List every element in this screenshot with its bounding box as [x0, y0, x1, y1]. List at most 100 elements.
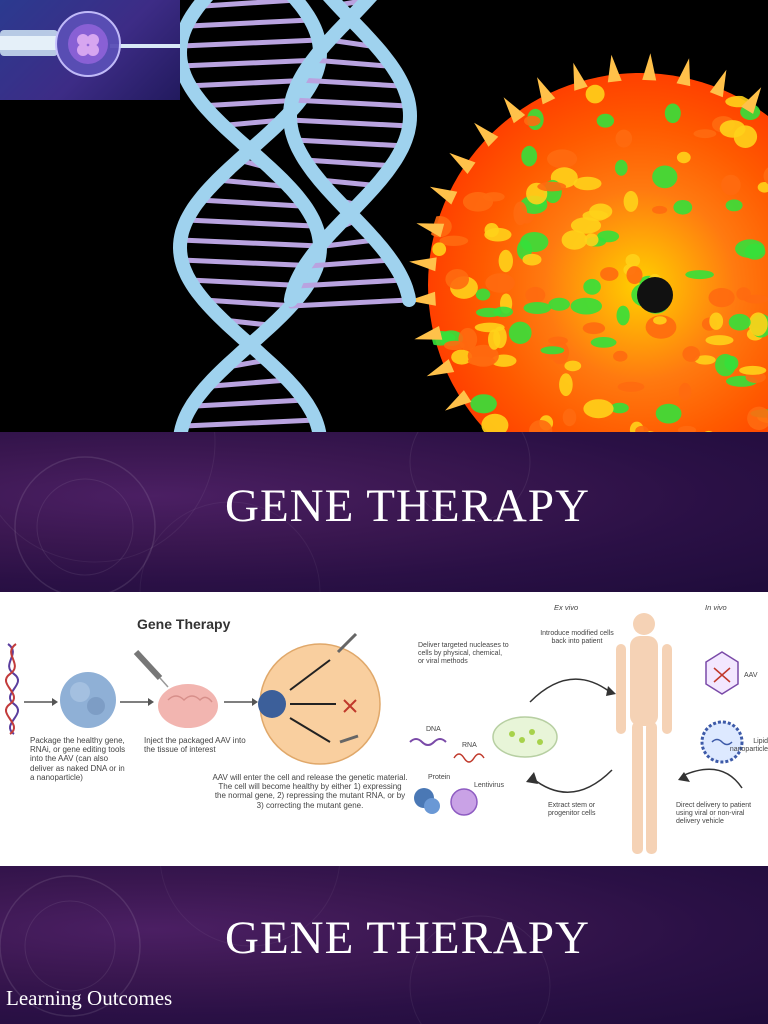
slide-title: GENE THERAPY — [225, 480, 590, 532]
dna-rung — [294, 277, 406, 289]
slide-subtitle: Learning Outcomes — [6, 986, 173, 1010]
virus-bump — [548, 297, 570, 311]
virus-bump — [537, 181, 567, 192]
virus-spike — [537, 77, 556, 105]
virus-spike — [474, 122, 499, 147]
virus-bump — [735, 239, 765, 258]
title-slide: GENE THERAPY — [0, 432, 768, 592]
virus-bump — [476, 307, 502, 318]
infographic-drawing — [4, 613, 744, 854]
dna-backbone — [283, 0, 418, 307]
virus-spike — [573, 62, 588, 91]
dna-rung — [214, 177, 286, 189]
virus-bump — [705, 335, 734, 346]
virus-bump — [562, 408, 577, 427]
virus-bump — [508, 321, 532, 344]
virus-bump — [613, 350, 628, 362]
virus-bump — [676, 151, 691, 164]
ex-vivo-label: Ex vivo — [554, 603, 579, 612]
step-enter-cell-caption: AAV will enter the cell and release the … — [212, 773, 408, 810]
virus-bump — [525, 286, 546, 304]
virus-bump — [694, 355, 716, 365]
decorative-circles — [0, 432, 531, 592]
virus-bump — [678, 382, 692, 401]
gene-therapy-infographic: Gene Therapy Package the healthy gene, R… — [0, 592, 768, 866]
dna-virus-illustration — [172, 0, 768, 432]
virus-bump — [451, 349, 473, 365]
dna-rung — [302, 157, 398, 169]
virus-bump — [585, 84, 605, 104]
dna-rung — [178, 257, 322, 269]
virus-bump — [481, 413, 509, 432]
virus-spike — [607, 54, 622, 83]
virus-bump — [664, 103, 681, 124]
syringe-icon — [133, 649, 169, 688]
virus-bump — [617, 381, 645, 392]
virus-bump — [444, 340, 465, 351]
dna-rung — [196, 97, 304, 109]
virus-spike — [426, 359, 455, 377]
virus-bump — [474, 322, 505, 333]
dna-double-helix — [172, 0, 418, 432]
virus-bump — [540, 346, 565, 355]
virus-spike — [449, 152, 476, 174]
virus-bump — [635, 425, 649, 432]
introduce-caption: Introduce modified cells back into patie… — [540, 630, 614, 646]
virus-bump — [522, 253, 542, 266]
virus-bump — [693, 129, 717, 139]
virus-bump — [721, 174, 741, 196]
virus-bump — [570, 297, 602, 315]
virus-bump — [623, 190, 639, 212]
dna-rung — [288, 297, 412, 309]
virus-spike — [709, 69, 727, 98]
dna-backbone — [172, 0, 328, 432]
rna-label: RNA — [462, 742, 477, 749]
virus-bump — [708, 288, 735, 308]
direct-delivery-caption: Direct delivery to patient using viral o… — [676, 802, 752, 826]
virus-bump — [513, 201, 528, 226]
virus-bump — [570, 217, 602, 234]
aav-virus-icon — [60, 672, 116, 728]
virus-bump — [615, 159, 628, 176]
virus-bump — [719, 120, 746, 138]
virus-bump — [655, 403, 682, 424]
virus-bump — [725, 199, 743, 212]
virus-bump — [583, 278, 601, 295]
dna-rung — [201, 0, 299, 9]
virus-bump — [610, 402, 629, 414]
virus-spike — [429, 186, 458, 205]
deliver-caption: Deliver targeted nucleases to cells by p… — [418, 642, 509, 666]
virus-bump — [652, 205, 668, 214]
virus-bump — [590, 337, 617, 348]
dna-rung — [289, 97, 411, 109]
virus-bump — [445, 269, 470, 290]
virus-spike — [445, 390, 472, 411]
extract-caption: Extract stem or progenitor cells — [548, 802, 596, 818]
virus-bump — [600, 267, 619, 281]
virus-bump — [439, 235, 469, 246]
virus-bump — [596, 113, 615, 128]
dna-rung — [184, 217, 316, 229]
virus-bump — [547, 149, 578, 169]
rna-icon — [453, 753, 485, 763]
dna-rung — [310, 57, 390, 69]
virus-bump — [739, 365, 767, 375]
dna-rung — [201, 297, 299, 309]
virus-spike — [741, 87, 762, 114]
virus-spike — [503, 97, 526, 124]
virus-bump — [685, 270, 714, 280]
virus-bump — [488, 329, 501, 350]
virus-spike — [416, 223, 445, 238]
virus-spike — [408, 291, 436, 306]
title-slide-2: GENE THERAPY Learning Outcomes — [0, 866, 768, 1024]
virus-bump — [582, 322, 606, 335]
virus-bump — [584, 233, 599, 247]
virus-bump — [715, 353, 736, 377]
virus-bump — [484, 227, 512, 242]
virus-bump — [736, 287, 751, 301]
virus-bump — [677, 425, 697, 432]
virus-bump — [709, 312, 724, 330]
lipid-nanoparticle-label: Lipid nanoparticle — [729, 738, 768, 754]
dna-rung — [181, 417, 319, 429]
virus-bump — [521, 145, 538, 167]
